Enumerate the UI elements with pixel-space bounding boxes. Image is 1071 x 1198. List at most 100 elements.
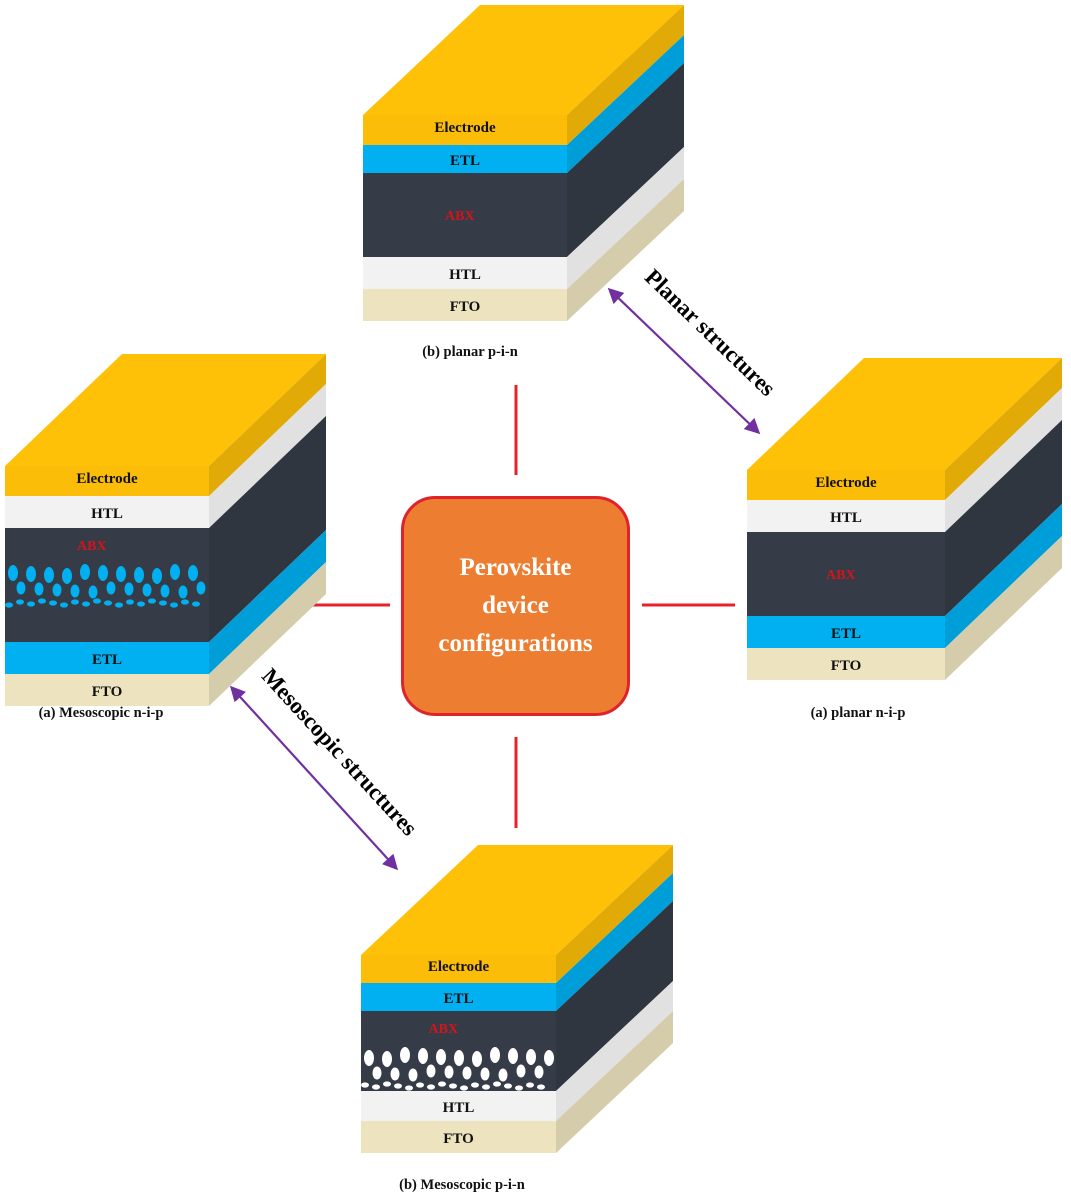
- caption-planar-nip: (a) planar n-i-p: [810, 705, 906, 721]
- nanoparticle: [454, 1050, 464, 1066]
- absorber-side-face: [209, 416, 326, 642]
- nanoparticle: [526, 1049, 536, 1065]
- absorber-label: ABX: [826, 568, 856, 583]
- absorber-side-face: [567, 63, 684, 257]
- nanoparticle: [26, 566, 36, 582]
- nanoparticle: [60, 602, 68, 608]
- nanoparticle: [98, 565, 108, 581]
- etl-side-face: [567, 35, 684, 173]
- nanoparticle: [170, 564, 180, 580]
- nanoparticle: [383, 1081, 391, 1087]
- nanoparticle: [416, 1082, 424, 1088]
- fto-label: FTO: [450, 299, 481, 315]
- htl-side-face: [209, 384, 326, 528]
- nanoparticle: [142, 583, 152, 597]
- nanoparticle: [126, 599, 134, 605]
- mesoscopic-nip-device: ElectrodeHTLABX3ETLFTO: [5, 354, 326, 706]
- etl-front-face: [747, 616, 945, 648]
- nanoparticle: [8, 565, 18, 581]
- nanoparticle: [82, 601, 90, 607]
- absorber-label: ABX: [445, 209, 475, 224]
- nanoparticle: [134, 567, 144, 583]
- nanoparticle: [106, 581, 116, 595]
- htl-side-face: [945, 388, 1062, 532]
- nanoparticle: [405, 1085, 413, 1091]
- electrode-side-face: [567, 5, 684, 145]
- caption-mesoscopic-nip: (a) Mesoscopic n-i-p: [38, 705, 164, 721]
- electrode-side-face: [209, 354, 326, 496]
- electrode-label: Electrode: [428, 959, 490, 975]
- planar-double-arrow: [607, 287, 761, 435]
- mesoscopic-pin-device: ElectrodeETLABX3HTLFTO: [361, 845, 673, 1153]
- nanoparticle: [27, 601, 35, 607]
- nanoparticle: [382, 1051, 392, 1067]
- etl-label: ETL: [450, 153, 480, 169]
- nanoparticle: [178, 585, 188, 599]
- nanoparticle: [16, 599, 24, 605]
- nanoparticle: [196, 581, 206, 595]
- electrode-side-face: [556, 845, 673, 983]
- nanoparticle: [170, 602, 178, 608]
- nanoparticle: [372, 1084, 380, 1090]
- htl-label: HTL: [449, 267, 481, 283]
- nanoparticle: [544, 1050, 554, 1066]
- nanoparticle: [516, 1064, 526, 1078]
- planar-structures-label: Planar structures: [640, 264, 780, 401]
- electrode-front-face: [361, 955, 556, 983]
- fto-front-face: [5, 674, 209, 706]
- fto-label: FTO: [92, 684, 123, 700]
- nanoparticle: [152, 568, 162, 584]
- fto-side-face: [945, 536, 1062, 680]
- nanoparticle: [493, 1081, 501, 1087]
- nanoparticle: [462, 1066, 472, 1080]
- nanoparticle: [515, 1085, 523, 1091]
- nanoparticle: [159, 600, 167, 606]
- center-title-line-2: device: [482, 592, 549, 619]
- nanoparticle: [526, 1082, 534, 1088]
- nanoparticle: [436, 1049, 446, 1065]
- etl-label: ETL: [92, 652, 122, 668]
- caption-planar-pin: (b) planar p-i-n: [422, 344, 518, 360]
- etl-front-face: [5, 642, 209, 674]
- fto-side-face: [556, 1011, 673, 1153]
- electrode-front-face: [747, 470, 945, 500]
- etl-label: ETL: [443, 991, 473, 1007]
- nanoparticle: [449, 1083, 457, 1089]
- nanoparticle: [38, 598, 46, 604]
- center-title-line-3: configurations: [438, 630, 593, 657]
- htl-side-face: [567, 147, 684, 289]
- nanoparticle: [460, 1085, 468, 1091]
- fto-side-face: [567, 179, 684, 321]
- electrode-side-face: [945, 358, 1062, 500]
- htl-side-face: [556, 981, 673, 1121]
- absorber-front-face: [747, 532, 945, 616]
- electrode-top-face: [363, 5, 684, 115]
- fto-label: FTO: [831, 658, 862, 674]
- htl-front-face: [747, 500, 945, 532]
- nanoparticle: [115, 602, 123, 608]
- etl-side-face: [556, 873, 673, 1011]
- nanoparticle: [537, 1084, 545, 1090]
- nanoparticle: [482, 1084, 490, 1090]
- htl-label: HTL: [91, 506, 123, 522]
- nanoparticle: [480, 1067, 490, 1081]
- fto-front-face: [363, 289, 567, 321]
- nanoparticle: [181, 599, 189, 605]
- nanoparticle: [34, 582, 44, 596]
- absorber-side-face: [556, 901, 673, 1091]
- nanoparticle: [70, 584, 80, 598]
- electrode-front-face: [5, 466, 209, 496]
- nanoparticle: [192, 601, 200, 607]
- nanoparticle: [400, 1047, 410, 1063]
- nanoparticle: [438, 1081, 446, 1087]
- nanoparticle: [5, 602, 13, 608]
- connector-lines: [300, 385, 735, 828]
- absorber-side-face: [945, 420, 1062, 616]
- nanoparticle: [427, 1084, 435, 1090]
- nanoparticle: [93, 598, 101, 604]
- etl-front-face: [363, 145, 567, 173]
- planar-pin-device: ElectrodeETLABX3HTLFTO: [363, 5, 684, 321]
- nanoparticle: [472, 1051, 482, 1067]
- htl-front-face: [5, 496, 209, 528]
